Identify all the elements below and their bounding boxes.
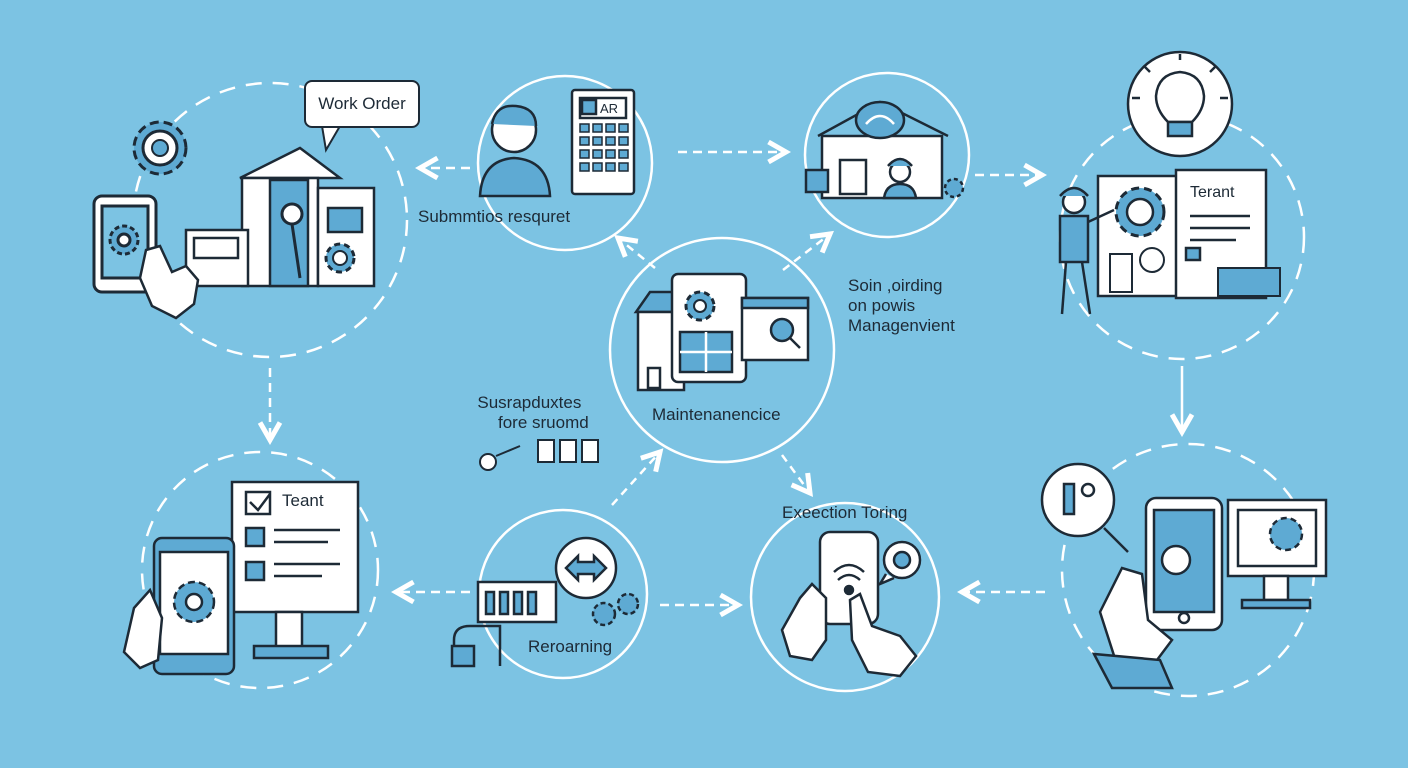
node-circle-work-order xyxy=(131,81,409,359)
work-order-bubble: Work Order xyxy=(304,80,420,128)
factory-icon xyxy=(450,580,558,668)
flow-arrows xyxy=(270,152,1182,605)
scheduling-line-3: Managenvient xyxy=(848,316,955,335)
gear-icon xyxy=(591,601,617,627)
suggestion-line-1: Susrapduxtes xyxy=(477,393,582,412)
building-icon xyxy=(804,100,949,200)
hand-icon xyxy=(780,582,828,662)
monitor-icon xyxy=(740,296,810,362)
lightbulb-icon xyxy=(1126,50,1234,158)
gear-icon xyxy=(616,592,640,616)
wrench-icon xyxy=(280,202,304,279)
suggestion-note: Susrapduxtes fore sruomd xyxy=(470,393,589,433)
gear-icon xyxy=(1114,186,1166,238)
phone-icon xyxy=(1144,496,1224,632)
monitor-icon xyxy=(230,480,360,660)
control-panel-icon xyxy=(1109,247,1281,297)
magnifier-icon xyxy=(1040,462,1129,553)
scheduling-note: Soin ,oirding on powis Managenvient xyxy=(848,276,955,336)
central-node-label: Maintenanencice xyxy=(652,405,781,424)
sleeve-icon xyxy=(1091,652,1174,690)
hand-icon xyxy=(122,587,164,670)
work-order-label: Work Order xyxy=(318,94,406,113)
calculator-key-label: AR xyxy=(600,101,618,116)
work-order-bubble-tail xyxy=(321,125,341,153)
monitor-icon xyxy=(1226,498,1328,610)
node-circle-scheduling xyxy=(803,71,971,239)
suggestion-line-2: fore sruomd xyxy=(498,413,589,432)
node-circle-tenant xyxy=(140,450,380,690)
scheduling-line-1: Soin ,oirding xyxy=(848,276,943,295)
node-circle-central xyxy=(608,236,836,464)
technician-icon xyxy=(1058,186,1115,315)
gear-icon xyxy=(132,120,188,176)
execution-label: Exeection Toring xyxy=(782,503,908,522)
magnifier-icon xyxy=(876,540,922,587)
submit-request-label: Submmtios resquret xyxy=(418,207,571,226)
phone-icon xyxy=(818,530,880,626)
calculator-icon xyxy=(570,88,636,196)
checklist-icon xyxy=(244,490,340,582)
node-circle-submit-request xyxy=(476,74,654,252)
node-circle-execution xyxy=(749,501,941,693)
technician-icon xyxy=(882,157,918,200)
reporting-label: Reroarning xyxy=(528,637,613,656)
hand-pointer-icon xyxy=(848,592,918,678)
tenant-checklist-label: Teant xyxy=(282,491,324,510)
flow-mini-icon xyxy=(479,439,599,471)
hand-pointer-icon xyxy=(138,244,200,320)
gear-icon xyxy=(324,242,356,274)
scheduling-line-2: on powis xyxy=(848,296,916,315)
phone-icon xyxy=(152,536,236,676)
gear-icon xyxy=(684,290,716,322)
gear-icon xyxy=(943,177,965,199)
tablet-icon xyxy=(670,272,748,384)
tablet-icon xyxy=(92,194,158,294)
house-icon xyxy=(184,146,376,288)
swap-arrows-icon xyxy=(554,536,618,600)
person-icon xyxy=(478,104,552,198)
tenant-document-label: Terant xyxy=(1190,184,1235,201)
